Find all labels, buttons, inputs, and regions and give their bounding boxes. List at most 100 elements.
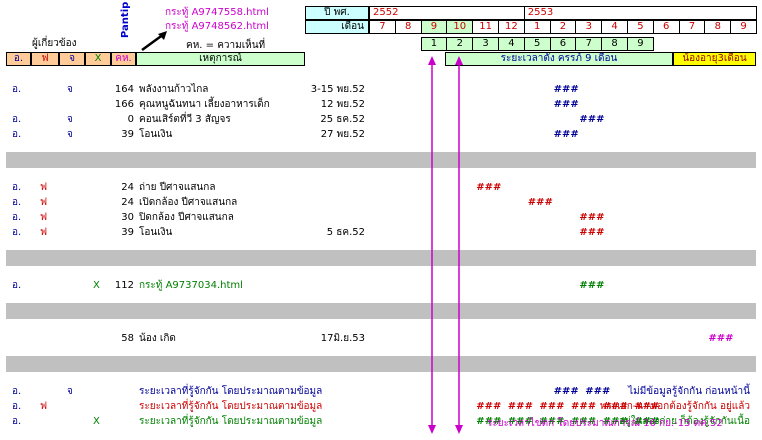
pregnancy-month-cell: 7 <box>575 37 603 51</box>
month-cell: 5 <box>627 20 654 34</box>
col-f-value: ฟ <box>40 212 48 223</box>
event-text: กระทู้ A9737034.html <box>139 280 243 291</box>
ovulation-start-arrow-icon <box>428 56 436 434</box>
col-a-value: อ. <box>12 386 22 397</box>
col-x-value: X <box>93 280 100 291</box>
timeline-mark: ### <box>527 197 553 208</box>
col-a-value: อ. <box>12 280 22 291</box>
col-a-value: อ. <box>12 84 22 95</box>
month-cell: 8 <box>394 20 422 34</box>
pantip-label: Pantip <box>120 1 131 38</box>
comment-number: 0 <box>127 114 134 125</box>
event-text: เปิดกล้อง ปีศาจแสนกล <box>139 197 238 208</box>
pregnancy-month-cell: 2 <box>446 37 474 51</box>
timeline-mark: ### <box>579 212 605 223</box>
month-cell: 7 <box>678 20 706 34</box>
event-text: โอนเงิน <box>139 129 173 140</box>
month-cell: 10 <box>446 20 474 34</box>
event-text: โอนเงิน <box>139 227 173 238</box>
month-cell: 3 <box>575 20 603 34</box>
timeline-mark: ### ### <box>553 386 611 397</box>
col-a-value: อ. <box>12 401 22 412</box>
event-date: 3-15 พย.52 <box>310 84 365 95</box>
month-cell: 11 <box>472 20 499 34</box>
event-text: พลังงานก้าวไกล <box>139 84 209 95</box>
row-note: ไม่มีข้อมูลรู้จักกัน ก่อนหน้านี้ <box>628 386 750 397</box>
ovulation-note: ระยะเวลาไข่ตก โดยประมาณการณ์ 16 กย.-15 ต… <box>487 418 723 429</box>
col-f-value: ฟ <box>40 227 48 238</box>
comment-number: 30 <box>121 212 134 223</box>
timeline-mark: ### <box>553 129 579 140</box>
col-a-value: อ. <box>12 129 22 140</box>
pregnancy-month-cell: 9 <box>627 37 654 51</box>
event-text: ถ่าย ปีศาจแสนกล <box>139 182 216 193</box>
col-a-value: อ. <box>12 227 22 238</box>
timeline-mark: ### <box>579 227 605 238</box>
comment-number: 112 <box>114 280 134 291</box>
col-f-value: ฟ <box>40 401 48 412</box>
event-date: 27 พย.52 <box>320 129 365 140</box>
month-cell: 9 <box>730 20 757 34</box>
year-label: ปี พศ. <box>305 6 369 20</box>
timeline-mark: ### <box>553 84 579 95</box>
timeline-mark: ### <box>579 280 605 291</box>
timeline-mark: ### ### ### ### ### ### <box>476 401 660 412</box>
table-row: 166 คุณหนูฉันทนา เลี้ยงอาหารเด็ก 12 พย.52 #… <box>0 99 762 113</box>
timeline-mark: ### <box>553 99 579 110</box>
pregnancy-month-cell: 1 <box>420 37 448 51</box>
month-cell: 7 <box>369 20 396 34</box>
col-f-value: ฟ <box>40 182 48 193</box>
baby-age-label: น้องอายุ3เดือน <box>673 52 756 66</box>
event-date: 25 ธค.52 <box>320 114 365 125</box>
section-separator <box>6 356 756 372</box>
col-event: เหตุการณ์ <box>136 52 305 66</box>
section-separator <box>6 250 756 266</box>
pregnancy-period-label: ระยะเวลาตั้ง ครรภ์ 9 เดือน <box>445 52 673 66</box>
month-cell: 2 <box>549 20 577 34</box>
month-cell: 12 <box>498 20 525 34</box>
month-label: เดือน <box>305 20 369 34</box>
event-text: ปิดกล้อง ปีศาจแสนกล <box>139 212 234 223</box>
col-a-value: อ. <box>12 197 22 208</box>
arrow-icon <box>141 31 167 52</box>
event-text: ระยะเวลาที่รู้จักกัน โดยประมาณตามข้อมูล <box>139 401 323 412</box>
comment-number: 166 <box>114 99 134 110</box>
table-row: อ. ฟ ระยะเวลาที่รู้จักกัน โดยประมาณตามข้อม… <box>0 401 762 415</box>
event-text: ระยะเวลาที่รู้จักกัน โดยประมาณตามข้อมูล <box>139 386 323 397</box>
comment-number: 39 <box>121 129 134 140</box>
event-date: 5 ธค.52 <box>326 227 365 238</box>
pregnancy-month-cell: 3 <box>472 37 499 51</box>
col-a-value: อ. <box>12 182 22 193</box>
col-x: X <box>85 52 111 66</box>
pregnancy-month-cell: 5 <box>523 37 551 51</box>
month-cell: 6 <box>652 20 680 34</box>
year-cell: 2552 <box>369 6 525 20</box>
thread-link-2[interactable]: กระทู้ A9748562.html <box>165 21 269 32</box>
timeline-mark: ### <box>476 182 502 193</box>
col-x-value: X <box>93 416 100 427</box>
col-a-value: อ. <box>12 416 22 427</box>
pregnancy-month-cell: 6 <box>549 37 577 51</box>
comment-number: 24 <box>121 197 134 208</box>
col-a: อ. <box>6 52 31 66</box>
kh-note: คห. = ความเห็นที่ <box>186 40 266 51</box>
col-a-value: อ. <box>12 212 22 223</box>
year-cell: 2553 <box>523 6 757 20</box>
col-j: จ <box>59 52 85 66</box>
timeline-mark: ### ### ### ### ### ### <box>476 416 660 427</box>
pregnancy-month-cell: 4 <box>498 37 525 51</box>
thread-link-1[interactable]: กระทู้ A9747558.html <box>165 7 269 18</box>
timeline-mark: ### <box>708 333 734 344</box>
event-date: 12 พย.52 <box>320 99 365 110</box>
pregnancy-month-cell: 8 <box>601 37 628 51</box>
timeline-mark: ### <box>579 114 605 125</box>
col-a-value: อ. <box>12 114 22 125</box>
event-text: คุณหนูฉันทนา เลี้ยงอาหารเด็ก <box>139 99 270 110</box>
